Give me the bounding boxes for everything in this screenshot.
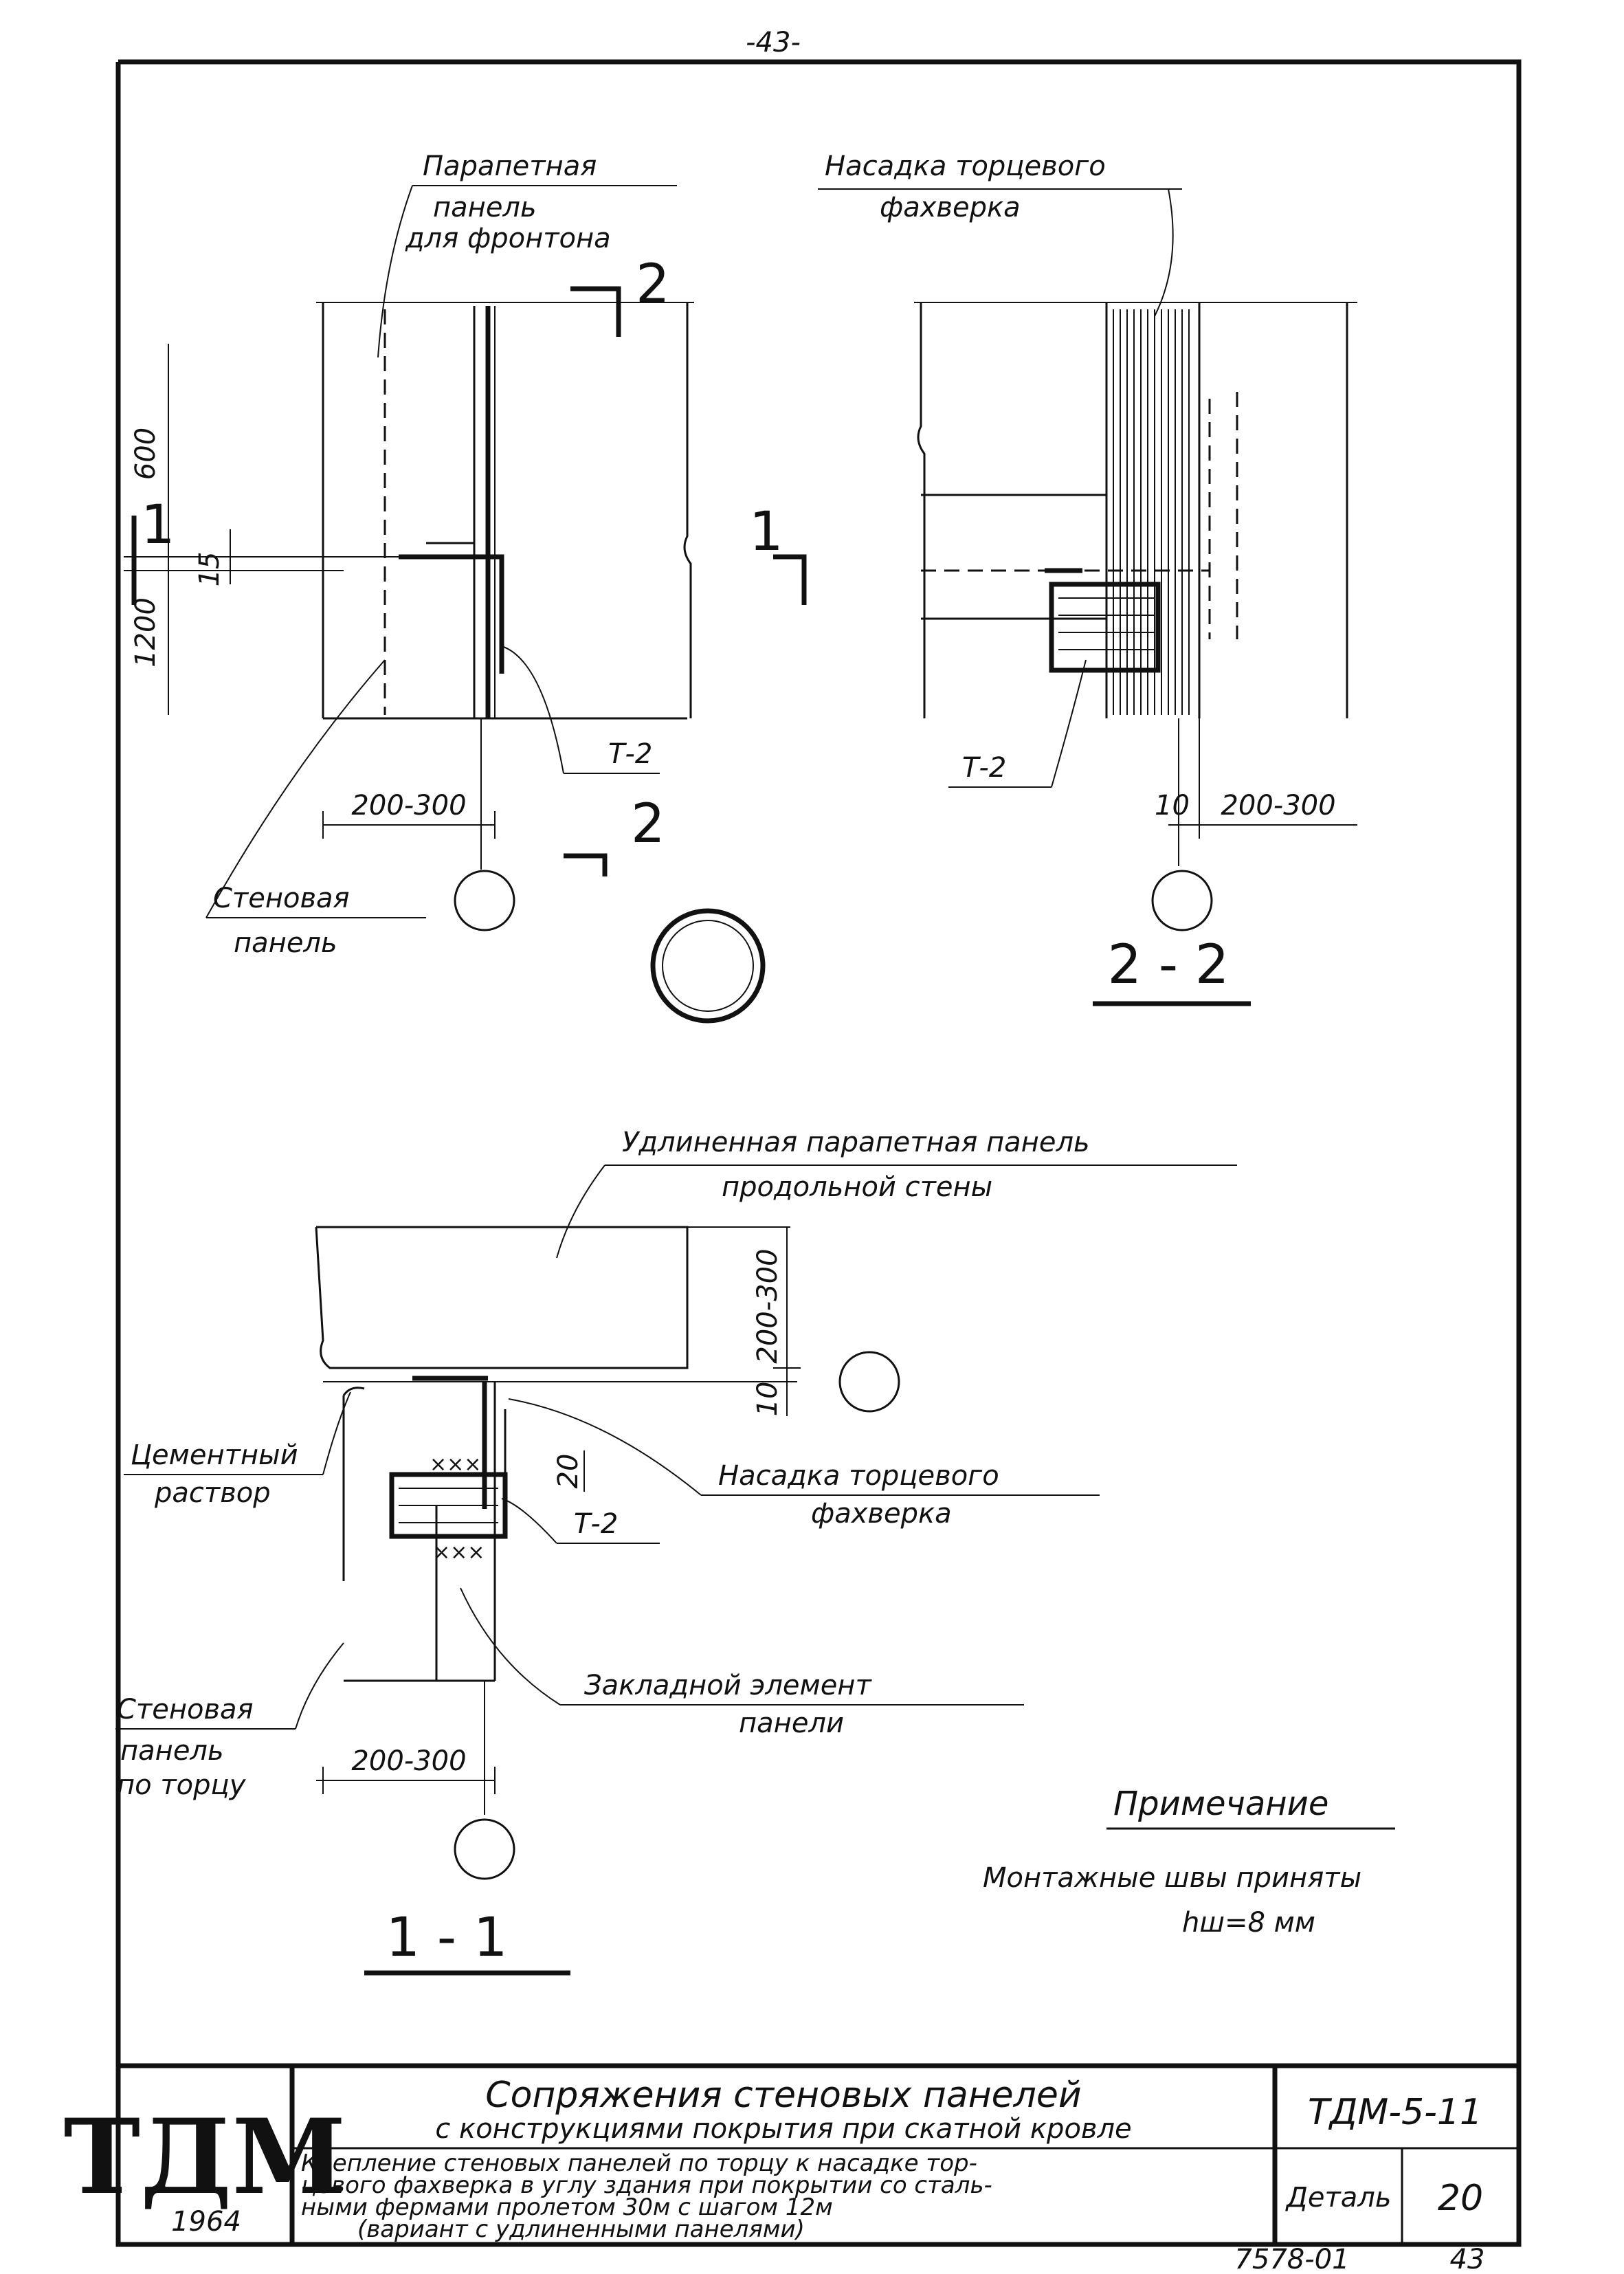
label-parapet-2: панель [433, 192, 537, 223]
dim-10-top-right: 10 [1155, 790, 1190, 821]
label-cap-bottom-1: Насадка торцевого [718, 1460, 999, 1492]
label-parapet-3: для фронтона [405, 223, 611, 254]
label-cement-2: раствор [154, 1477, 271, 1509]
page-number: -43- [746, 27, 801, 58]
detail-marker [650, 908, 766, 1024]
title-line-1: Сопряжения стеновых панелей [485, 2075, 1081, 2116]
section-title-2-2: 2 - 2 [1108, 934, 1230, 996]
label-elongated-1: Удлиненная парапетная панель [622, 1127, 1090, 1158]
title-logo: ТДМ [63, 2097, 346, 2218]
title-code: ТДМ-5-11 [1308, 2092, 1482, 2133]
weld-marks-bottom: ××× [433, 1541, 485, 1565]
desc-line-1: Крепление стеновых панелей по торцу к на… [301, 2150, 977, 2177]
dim-200-300-vertical: 200-300 [752, 1248, 783, 1363]
label-embedded-1: Закладной элемент [584, 1670, 872, 1701]
cap-hatch [1113, 309, 1190, 715]
note: Примечание Монтажные швы приняты hш=8 мм [983, 1785, 1395, 1939]
dim-15: 15 [194, 552, 225, 587]
label-wall-2: панель [234, 927, 337, 959]
dim-200-300-top-right: 200-300 [1221, 790, 1335, 821]
weld-label-top-right: Т-2 [962, 752, 1006, 784]
dim-10-bottom: 10 [752, 1382, 783, 1417]
note-line-2: hш=8 мм [1182, 1907, 1315, 1939]
dim-20: 20 [553, 1454, 584, 1489]
label-wall-end-2: панель [120, 1735, 224, 1767]
cut-2-top: 2 [636, 254, 670, 316]
label-cap-1: Насадка торцевого [825, 151, 1106, 182]
cut-2-bottom: 2 [631, 793, 665, 855]
label-wall-1: Стеновая [213, 883, 350, 914]
dim-200-300-top-left: 200-300 [351, 790, 466, 821]
desc-line-4: (вариант с удлиненными панелями) [357, 2216, 805, 2243]
detail-label: Деталь [1285, 2182, 1392, 2214]
dim-1200: 1200 [130, 597, 162, 667]
dim-200-300-bottom: 200-300 [351, 1745, 466, 1777]
weld-marks-top: ××× [430, 1453, 481, 1477]
sheet-number: 43 [1450, 2244, 1485, 2274]
view-top-right: 10 200-300 1 Насадка торцевого фахверка … [749, 151, 1357, 1006]
title-year: 1964 [171, 2206, 241, 2238]
sheet-frame [115, 59, 1522, 2247]
desc-line-3: ными фермами пролетом 30м с шагом 12м [301, 2194, 833, 2221]
weld-label-top-left: Т-2 [608, 738, 652, 770]
section-title-1-1: 1 - 1 [386, 1907, 508, 1969]
label-elongated-2: продольной стены [722, 1171, 992, 1203]
archive-number: 7578-01 [1234, 2244, 1349, 2274]
cut-1-right: 1 [749, 501, 783, 563]
title-line-2: с конструкциями покрытия при скатной кро… [435, 2113, 1131, 2145]
label-cap-2: фахверка [880, 192, 1021, 223]
desc-line-2: цевого фахверка в углу здания при покрыт… [301, 2172, 992, 2199]
dim-600: 600 [130, 428, 162, 480]
label-embedded-2: панели [739, 1708, 844, 1739]
cut-1-left: 1 [141, 494, 175, 556]
label-cement-1: Цементный [131, 1439, 298, 1471]
label-parapet-1: Парапетная [423, 151, 597, 182]
detail-number: 20 [1438, 2178, 1483, 2219]
label-wall-end-1: Стеновая [117, 1694, 254, 1725]
label-wall-end-3: по торцу [117, 1769, 247, 1801]
view-top-left: 600 1200 15 200-300 2 2 1 Парапетная пан… [124, 151, 694, 959]
note-line-1: Монтажные швы приняты [983, 1862, 1361, 1894]
weld-label-bottom: Т-2 [574, 1508, 618, 1540]
title-block: ТДМ 1964 Сопряжения стеновых панелей с к… [63, 2063, 1519, 2244]
view-bottom-section-1-1: ××× ××× 200-300 10 20 200-300 Удлиненная… [115, 1127, 1237, 1976]
label-cap-bottom-2: фахверка [811, 1498, 952, 1530]
note-heading: Примечание [1113, 1785, 1328, 1823]
